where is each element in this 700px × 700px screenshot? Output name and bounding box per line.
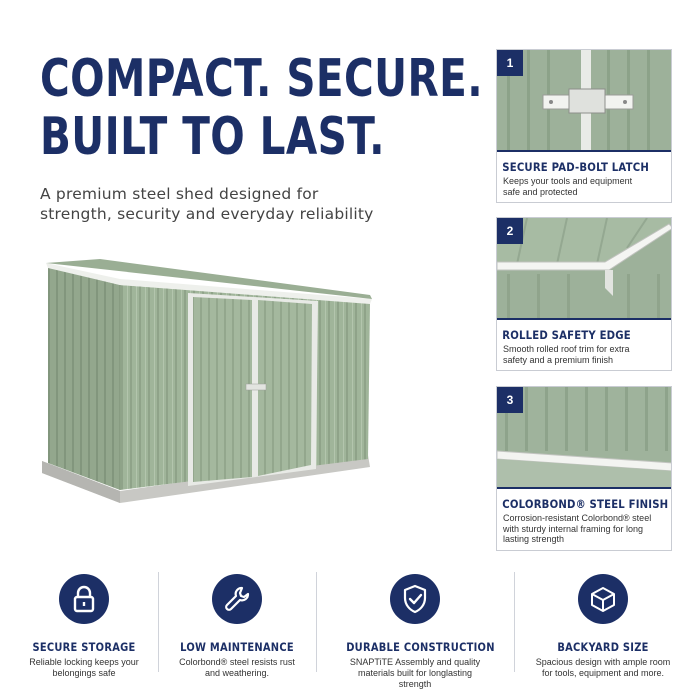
- feature-card-latch: 1 SECURE PAD-BOLT LATCH Keeps your tools…: [496, 49, 672, 203]
- subheadline-line-1: A premium steel shed designed for: [40, 185, 319, 203]
- card-description-line: with sturdy internal framing for long: [503, 523, 644, 534]
- feature-description: Spacious design with ample room for tool…: [523, 657, 683, 679]
- card-title: ROLLED SAFETY EDGE: [502, 328, 631, 342]
- feature-description-line: Colorbond® steel resists rust: [179, 657, 295, 667]
- divider: [158, 572, 159, 672]
- feature-title: LOW MAINTENANCE: [180, 640, 294, 654]
- feature-durable-construction: DURABLE CONSTRUCTION SNAPTiTE Assembly a…: [335, 570, 495, 690]
- headline-line-1: COMPACT. SECURE.: [40, 49, 484, 109]
- card-number: 1: [497, 50, 523, 76]
- feature-description-line: for tools, equipment and more.: [541, 668, 665, 678]
- steel-finish-photo: 3: [497, 387, 671, 489]
- divider: [514, 572, 515, 672]
- feature-description: Colorbond® steel resists rust and weathe…: [157, 657, 317, 679]
- feature-low-maintenance: LOW MAINTENANCE Colorbond® steel resists…: [157, 570, 317, 679]
- shed-image: [40, 255, 380, 520]
- feature-description-line: and weathering.: [204, 668, 270, 678]
- card-description-line: Smooth rolled roof trim for extra: [503, 344, 630, 354]
- padlock-icon: [59, 574, 109, 624]
- divider: [316, 572, 317, 672]
- feature-backyard-size: BACKYARD SIZE Spacious design with ample…: [523, 570, 683, 679]
- headline-line-2: BUILT TO LAST.: [40, 107, 385, 167]
- wrench-icon: [212, 574, 262, 624]
- card-description-line: Keeps your tools and equipment: [503, 176, 633, 186]
- card-description: Corrosion-resistant Colorbond® steel wit…: [497, 511, 671, 550]
- feature-title: BACKYARD SIZE: [557, 640, 649, 654]
- feature-title: SECURE STORAGE: [32, 640, 136, 654]
- feature-card-rolled-edge: 2 ROLLED SAFETY EDGE Smooth rolled roof …: [496, 217, 672, 371]
- shield-check-icon: [390, 574, 440, 624]
- card-description-line: safety and a premium finish: [503, 354, 614, 365]
- pad-bolt-latch-photo: 1: [497, 50, 671, 152]
- card-description: Keeps your tools and equipment safe and …: [497, 174, 671, 202]
- card-description-line: safe and protected: [503, 186, 578, 197]
- feature-description: SNAPTiTE Assembly and quality materials …: [335, 657, 495, 690]
- headline: COMPACT. SECURE. BUILT TO LAST.: [40, 49, 484, 167]
- card-number: 2: [497, 218, 523, 244]
- card-description-line: lasting strength: [503, 534, 565, 544]
- feature-secure-storage: SECURE STORAGE Reliable locking keeps yo…: [4, 570, 164, 679]
- card-title: SECURE PAD-BOLT LATCH: [502, 160, 649, 174]
- rolled-edge-photo: 2: [497, 218, 671, 320]
- feature-card-steel-finish: 3 COLORBOND® STEEL FINISH Corrosion-resi…: [496, 386, 672, 551]
- feature-description-line: Reliable locking keeps your: [29, 657, 139, 667]
- subheadline: A premium steel shed designed for streng…: [40, 184, 440, 224]
- feature-description-line: belongings safe: [52, 668, 116, 678]
- feature-description-line: materials built for longlasting strength: [357, 668, 473, 689]
- subheadline-line-2: strength, security and everyday reliabil…: [40, 205, 374, 223]
- feature-description-line: SNAPTiTE Assembly and quality: [349, 657, 481, 667]
- feature-description-line: Spacious design with ample room: [535, 657, 671, 667]
- card-title: COLORBOND® STEEL FINISH: [502, 497, 669, 511]
- card-number: 3: [497, 387, 523, 413]
- feature-description: Reliable locking keeps your belongings s…: [4, 657, 164, 679]
- garden-shed-illustration: [42, 259, 372, 503]
- card-description-line: Corrosion-resistant Colorbond® steel: [503, 513, 652, 523]
- features-row: SECURE STORAGE Reliable locking keeps yo…: [0, 570, 700, 689]
- card-description: Smooth rolled roof trim for extra safety…: [497, 342, 671, 370]
- cube-icon: [578, 574, 628, 624]
- feature-title: DURABLE CONSTRUCTION: [346, 640, 495, 654]
